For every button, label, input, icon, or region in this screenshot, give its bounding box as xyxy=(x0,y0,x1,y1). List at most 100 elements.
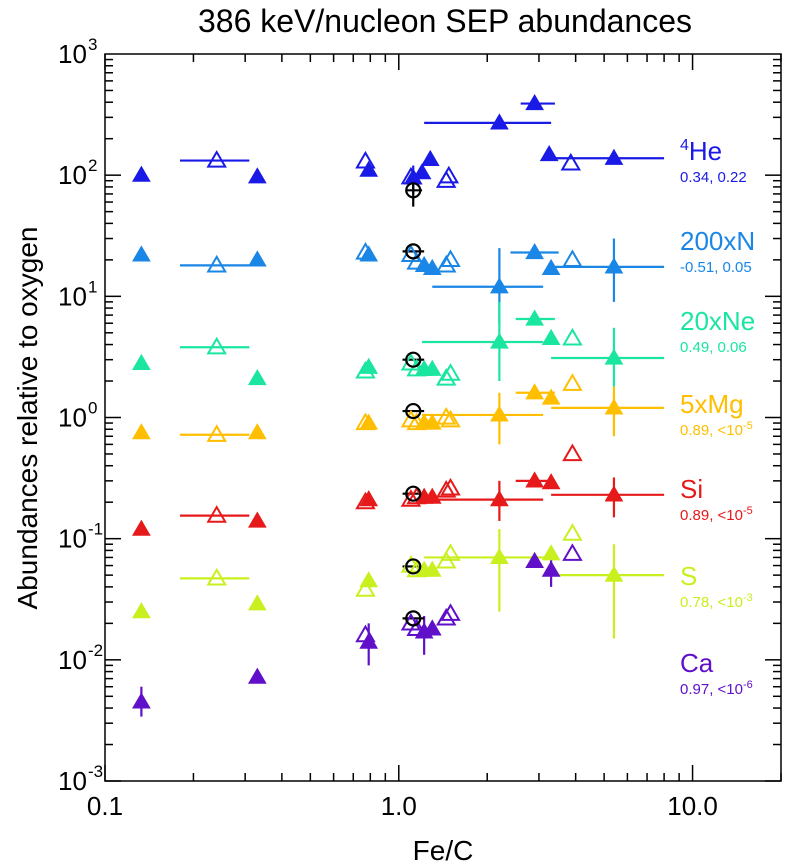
filled-triangle-marker xyxy=(490,277,509,294)
species-stats-exponent: -6 xyxy=(743,679,753,691)
filled-triangle-marker xyxy=(422,258,442,276)
filled-triangle-marker xyxy=(525,309,544,326)
species-stats: 0.97, <10-6 xyxy=(680,679,753,698)
filled-triangle-marker xyxy=(541,544,561,561)
species-name-text: He xyxy=(689,136,722,166)
species-stats-text: 0.49, 0.06 xyxy=(680,339,747,356)
open-triangle-marker xyxy=(440,249,461,267)
filled-triangle-marker xyxy=(422,413,442,430)
filled-triangle-marker xyxy=(132,692,151,709)
species-name: 200xN xyxy=(680,226,755,256)
open-triangle-marker xyxy=(355,242,376,260)
y-axis-label: Abundances relative to oxygen xyxy=(12,227,43,610)
filled-triangle-marker xyxy=(541,258,561,276)
axis-ticks xyxy=(104,54,782,782)
open-triangle-marker xyxy=(355,579,376,597)
open-triangle-marker xyxy=(206,336,227,355)
species-stats-text: 0.78, <10 xyxy=(680,594,743,611)
y-tick-label: 10 xyxy=(58,403,87,433)
open-triangle-marker xyxy=(355,412,376,431)
filled-triangle-marker xyxy=(422,359,442,376)
open-triangle-marker xyxy=(440,477,461,496)
open-triangle-marker xyxy=(435,367,457,386)
open-triangle-marker xyxy=(406,358,427,377)
y-tick-exponent: 3 xyxy=(88,35,97,54)
open-triangle-marker xyxy=(406,412,427,431)
filled-triangle-marker xyxy=(132,519,151,536)
filled-triangle-marker xyxy=(420,149,440,166)
filled-triangle-marker xyxy=(490,332,509,349)
y-tick-label: 10 xyxy=(58,645,87,675)
filled-triangle-marker xyxy=(525,471,544,488)
open-triangle-marker xyxy=(562,523,583,541)
filled-triangle-marker xyxy=(604,148,624,165)
filled-triangle-marker xyxy=(525,94,544,111)
y-tick-exponent: 0 xyxy=(88,399,97,418)
filled-triangle-marker xyxy=(132,602,151,619)
species-labels: 4He 0.34, 0.22 200xN -0.51, 0.05 20xNe 0.49, … xyxy=(680,136,755,698)
y-tick-label: 10 xyxy=(58,524,87,554)
chart-title: 386 keV/nucleon SEP abundances xyxy=(198,3,692,39)
filled-triangle-marker xyxy=(604,257,624,274)
open-triangle-marker xyxy=(440,409,461,428)
open-triangle-marker xyxy=(562,327,583,346)
filled-triangle-marker xyxy=(422,619,442,636)
open-triangle-marker xyxy=(435,407,457,425)
filled-triangle-marker xyxy=(247,368,267,386)
species-name: S xyxy=(680,561,697,591)
species-stats: 0.34, 0.22 xyxy=(680,169,747,186)
species-name-text: 20xNe xyxy=(680,306,755,336)
filled-triangle-marker xyxy=(525,383,544,400)
open-triangle-marker xyxy=(400,409,422,428)
species-name-text: Si xyxy=(680,474,703,504)
species-stats-text: 0.89, <10 xyxy=(680,507,743,524)
filled-triangle-marker xyxy=(412,163,432,180)
species-stats: 0.49, 0.06 xyxy=(680,339,747,356)
filled-triangle-marker xyxy=(247,250,267,267)
filled-triangle-marker xyxy=(604,348,624,365)
filled-triangle-marker xyxy=(525,551,544,568)
y-tick-label: 10 xyxy=(58,39,87,69)
filled-triangle-marker xyxy=(541,328,561,345)
filled-triangle-marker xyxy=(132,353,151,370)
filled-triangle-marker xyxy=(132,245,151,262)
filled-triangle-marker xyxy=(132,165,151,182)
filled-triangle-marker xyxy=(247,423,267,440)
species-stats: 0.89, <10-5 xyxy=(680,420,753,439)
species-name: 20xNe xyxy=(680,306,755,336)
species-name: Si xyxy=(680,474,703,504)
data-markers xyxy=(132,94,624,709)
species-isotope-superscript: 4 xyxy=(680,137,689,154)
filled-triangle-marker xyxy=(132,423,151,440)
species-name: 5xMg xyxy=(680,389,744,419)
open-triangle-marker xyxy=(438,165,460,184)
reference-circle-marker xyxy=(405,402,422,420)
open-triangle-marker xyxy=(206,150,227,168)
filled-triangle-marker xyxy=(525,243,544,260)
species-name: Ca xyxy=(680,648,714,678)
reference-circle-marker xyxy=(405,351,422,368)
open-triangle-marker xyxy=(562,373,583,391)
filled-triangle-marker xyxy=(541,560,561,577)
x-tick-label: 1.0 xyxy=(381,791,417,821)
filled-triangle-marker xyxy=(490,405,509,422)
y-tick-label: 10 xyxy=(58,160,87,190)
filled-triangle-marker xyxy=(359,160,379,177)
y-tick-exponent: 2 xyxy=(88,156,97,175)
filled-triangle-marker xyxy=(247,511,267,528)
open-triangle-marker xyxy=(562,443,583,462)
filled-triangle-marker xyxy=(422,487,442,504)
reference-circle-marker xyxy=(405,610,422,627)
y-tick-label: 10 xyxy=(58,281,87,311)
reference-circle-marker xyxy=(405,182,422,199)
x-tick-label: 0.1 xyxy=(87,791,123,821)
open-triangle-marker xyxy=(355,624,376,643)
open-triangle-marker xyxy=(355,360,376,379)
species-stats: 0.89, <10-5 xyxy=(680,505,753,524)
filled-triangle-marker xyxy=(247,594,267,611)
species-stats: -0.51, 0.05 xyxy=(680,259,752,276)
filled-triangle-marker xyxy=(490,113,509,130)
filled-triangle-marker xyxy=(247,167,267,184)
